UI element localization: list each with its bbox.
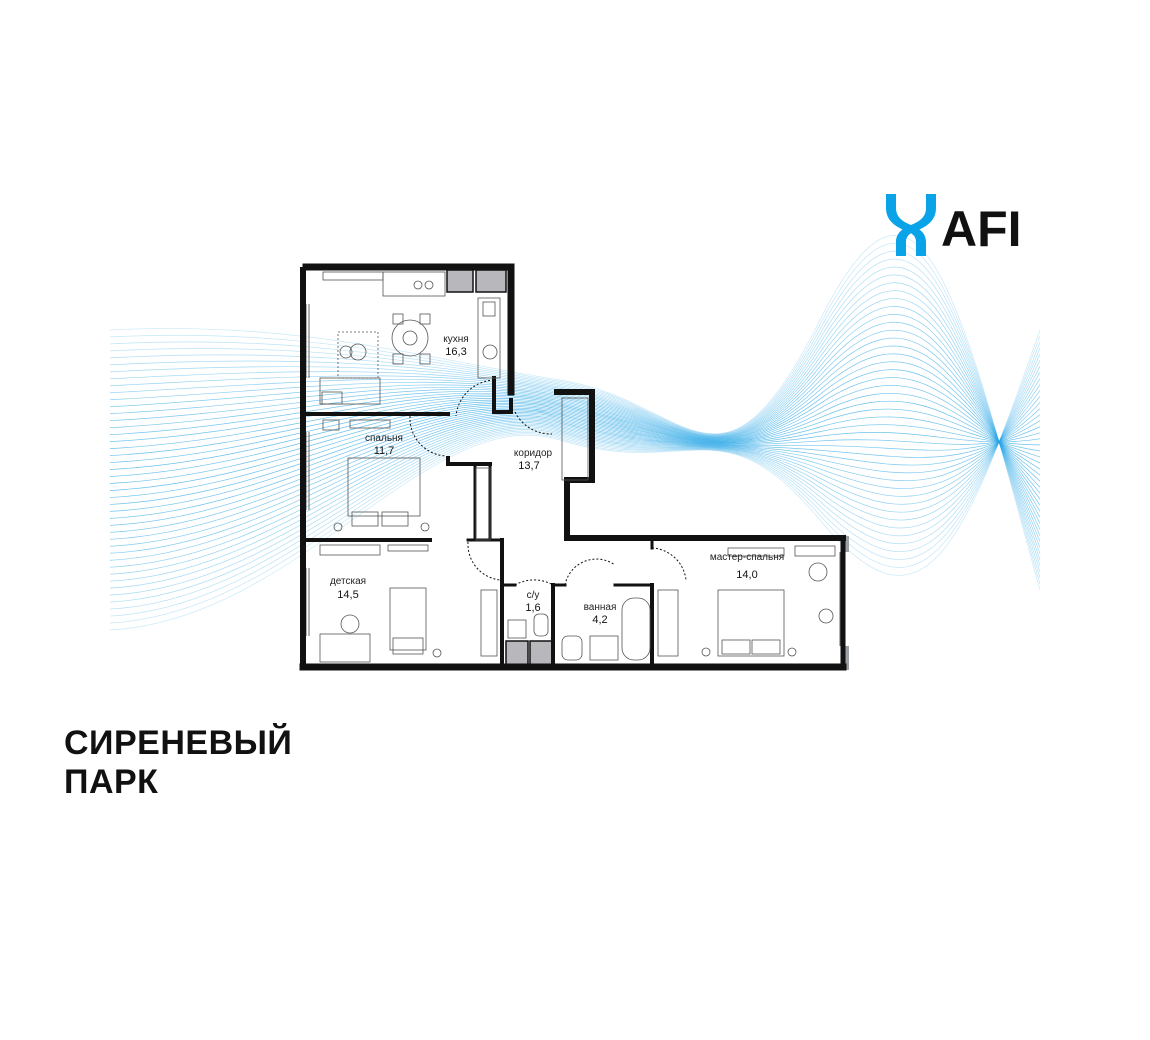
wave-line	[109, 337, 1041, 512]
wave-line	[109, 234, 1041, 591]
wave-line	[109, 250, 1041, 579]
room-label-bathroom: ванная	[583, 602, 617, 613]
wave-line	[109, 400, 1041, 477]
project-title: СИРЕНЕВЫЙ ПАРК	[64, 724, 292, 802]
room-area-children: 14,5	[337, 589, 359, 601]
wave-line	[109, 408, 1041, 505]
wave-line	[109, 385, 1041, 476]
room-label-kitchen: кухня	[443, 334, 469, 345]
room-label-children: детская	[329, 576, 367, 587]
wave-line	[109, 345, 1041, 506]
wave-line	[109, 410, 1041, 512]
wave-line	[109, 361, 1041, 494]
wave-line	[109, 413, 1041, 526]
wave-line	[109, 402, 1041, 547]
wave-line	[109, 348, 1041, 610]
wave-line	[109, 408, 1041, 540]
wave-line	[109, 242, 1041, 585]
wave-line	[109, 390, 1041, 561]
logo-text: AFI	[941, 201, 1022, 257]
wave-line	[109, 377, 1041, 482]
wave-line	[109, 414, 1041, 533]
wave-line	[109, 329, 1041, 518]
wave-line	[109, 384, 1041, 568]
room-label-wc: с/у	[526, 590, 540, 601]
room-area-kitchen: 16,3	[445, 346, 467, 358]
wave-line	[109, 322, 1041, 524]
wave-line	[109, 306, 1041, 536]
wave-line	[109, 393, 1041, 470]
wave-line	[109, 266, 1041, 566]
wave-line	[109, 341, 1041, 617]
window-glass	[305, 304, 844, 646]
room-area-master-bedroom: 14,0	[736, 569, 758, 581]
wave-line	[109, 354, 1041, 603]
wave-line	[109, 407, 1041, 498]
wave-line	[109, 282, 1041, 554]
wave-line	[109, 274, 1041, 560]
room-area-wc: 1,6	[525, 602, 541, 614]
wave-line	[109, 372, 1041, 582]
windows	[300, 270, 849, 670]
project-title-line-2: ПАРК	[64, 763, 159, 801]
ventilation-shafts	[446, 269, 553, 666]
wave-line	[109, 353, 1041, 500]
wave-line	[109, 360, 1041, 596]
walls	[299, 263, 847, 671]
wave-line	[109, 396, 1041, 554]
door-swings	[409, 379, 687, 586]
wave-line	[109, 298, 1041, 542]
afi-logo-mark-icon	[886, 194, 936, 256]
room-label-master-bedroom: мастер-спальня	[709, 552, 785, 563]
room-label-bedroom: спальня	[365, 433, 403, 444]
wave-line	[109, 405, 1041, 491]
project-title-line-1: СИРЕНЕВЫЙ	[64, 724, 293, 762]
room-area-bathroom: 4,2	[592, 614, 608, 626]
room-label-corridor: коридор	[513, 448, 553, 459]
wave-line	[109, 378, 1041, 575]
wave-line	[109, 369, 1041, 488]
wave-line	[109, 404, 1041, 484]
room-area-bedroom: 11,7	[373, 445, 395, 457]
afi-logo: AFI	[884, 190, 1034, 260]
room-area-corridor: 13,7	[518, 460, 540, 472]
wave-line	[109, 290, 1041, 548]
furniture	[319, 271, 836, 663]
wave-line	[109, 314, 1041, 530]
wave-line	[109, 411, 1041, 519]
wave-line	[109, 258, 1041, 572]
wave-line	[109, 366, 1041, 589]
